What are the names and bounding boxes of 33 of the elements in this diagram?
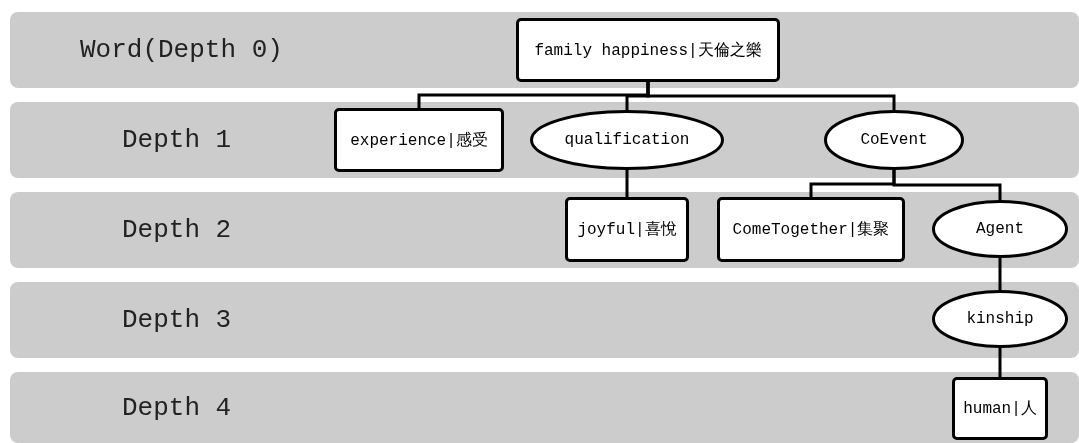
tree-connector bbox=[998, 348, 1002, 377]
concept-box bbox=[717, 197, 905, 262]
relation-ellipse bbox=[932, 200, 1068, 258]
node-label: joyful|喜悅 bbox=[577, 220, 677, 240]
depth-label: Depth 3 bbox=[122, 305, 232, 335]
node-label: qualification bbox=[564, 131, 690, 149]
depth-band bbox=[10, 102, 1079, 178]
relation-ellipse bbox=[824, 110, 964, 170]
node-label: Agent bbox=[976, 220, 1024, 238]
depth-label: Word(Depth 0) bbox=[80, 35, 283, 65]
concept-box bbox=[952, 377, 1048, 440]
relation-ellipse bbox=[932, 290, 1068, 348]
depth-band bbox=[10, 372, 1079, 443]
tree-connector bbox=[892, 170, 1002, 200]
node-label: ComeTogether|集聚 bbox=[732, 220, 890, 240]
tree-connector bbox=[646, 82, 896, 110]
tree-connector bbox=[625, 170, 629, 197]
node-label: family happiness|天倫之樂 bbox=[534, 40, 762, 61]
node-label: experience|感受 bbox=[350, 130, 488, 151]
concept-box bbox=[516, 18, 780, 82]
tree-connector bbox=[998, 258, 1002, 290]
depth-label: Depth 1 bbox=[122, 125, 232, 155]
depth-label: Depth 2 bbox=[122, 215, 232, 245]
relation-ellipse bbox=[530, 110, 724, 170]
node-label: kinship bbox=[966, 310, 1034, 328]
depth-band bbox=[10, 282, 1079, 358]
concept-box bbox=[334, 108, 504, 172]
depth-band bbox=[10, 12, 1079, 88]
concept-box bbox=[565, 197, 689, 262]
depth-label: Depth 4 bbox=[122, 392, 232, 423]
node-label: CoEvent bbox=[860, 131, 928, 149]
node-label: human|人 bbox=[963, 399, 1037, 419]
depth-band bbox=[10, 192, 1079, 268]
